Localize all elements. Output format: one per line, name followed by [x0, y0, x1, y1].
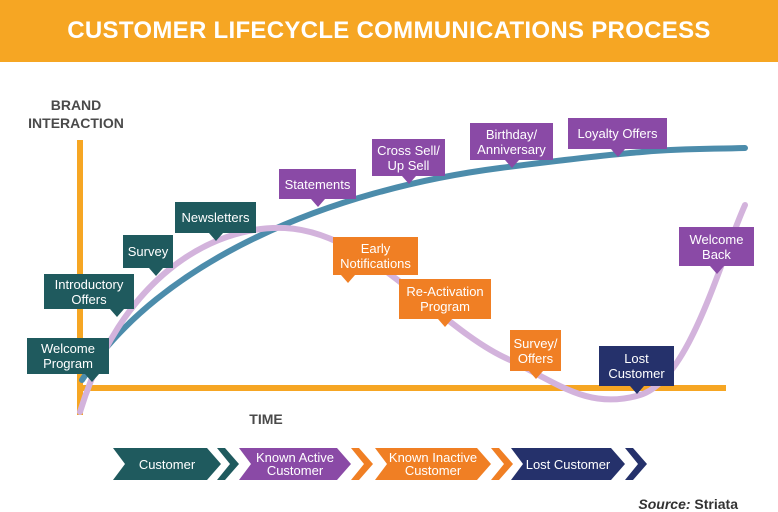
x-axis-label: TIME — [249, 411, 283, 427]
callout-welcome-back-label: Welcome Back — [689, 231, 744, 262]
callout-introductory-offers-label: Introductory Offers — [54, 276, 124, 307]
callout-birthday-anniversary-label: Birthday/ Anniversary — [477, 126, 546, 157]
callout-newsletters: Newsletters — [175, 202, 256, 241]
callout-early-notifications-label: Early Notifications — [340, 241, 411, 271]
callout-survey-label: Survey — [127, 244, 169, 259]
stage-known-inactive-label: Known Inactive Customer — [388, 450, 478, 478]
callout-re-activation-program-label: Re-Activation Program — [406, 284, 484, 314]
page-title: CUSTOMER LIFECYCLE COMMUNICATIONS PROCES… — [67, 17, 711, 44]
callout-survey: Survey — [123, 235, 173, 276]
callout-survey-offers-label: Survey/ Offers — [513, 335, 558, 366]
callout-statements-label: Statements — [284, 176, 351, 192]
callout-cross-sell: Cross Sell/ Up Sell — [372, 139, 445, 184]
source-prefix: Source: — [638, 496, 691, 512]
stage-customer-label: Customer — [138, 456, 196, 472]
y-axis-label: BRAND INTERACTION — [28, 97, 124, 131]
stage-lost-customer-label: Lost Customer — [525, 456, 611, 472]
callout-welcome-back: Welcome Back — [679, 227, 754, 274]
lifecycle-curve — [77, 202, 748, 415]
stage-lost-customer: Lost Customer — [511, 448, 625, 480]
callout-survey-offers: Survey/ Offers — [510, 330, 561, 379]
stage-known-inactive: Known Inactive Customer — [375, 448, 491, 480]
callout-welcome-program-label: Welcome Program — [41, 341, 95, 371]
stage-customer: Customer — [113, 448, 221, 480]
source-credit: Source: Striata — [638, 496, 738, 512]
source-name: Striata — [694, 496, 738, 512]
callout-cross-sell-label: Cross Sell/ Up Sell — [377, 142, 440, 173]
callout-welcome-program: Welcome Program — [27, 338, 109, 382]
stage-known-active: Known Active Customer — [239, 448, 351, 480]
callout-newsletters-label: Newsletters — [181, 210, 250, 225]
callout-birthday-anniversary: Birthday/ Anniversary — [470, 123, 553, 168]
title-banner: CUSTOMER LIFECYCLE COMMUNICATIONS PROCES… — [0, 0, 778, 62]
active-customer-curve — [79, 145, 748, 383]
callout-lost-customer: Lost Customer — [599, 346, 674, 394]
callout-loyalty-offers-label: Loyalty Offers — [577, 126, 658, 141]
callout-lost-customer-label: Lost Customer — [608, 351, 665, 381]
callout-early-notifications: Early Notifications — [333, 237, 418, 283]
stage-known-active-label: Known Active Customer — [255, 450, 335, 478]
callout-introductory-offers: Introductory Offers — [44, 274, 134, 317]
callout-re-activation-program: Re-Activation Program — [399, 279, 491, 327]
callout-statements: Statements — [279, 169, 356, 207]
callout-loyalty-offers: Loyalty Offers — [568, 118, 667, 157]
